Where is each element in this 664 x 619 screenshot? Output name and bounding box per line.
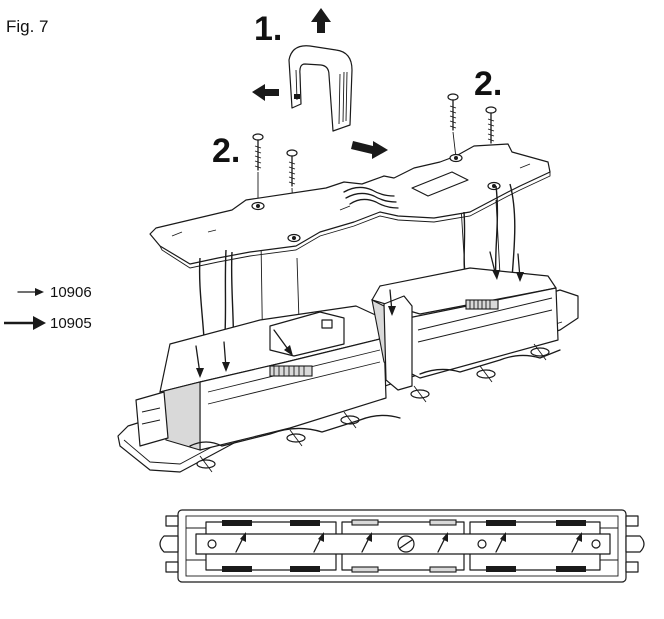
coupler-right <box>625 515 645 573</box>
screw-right-2 <box>485 106 497 144</box>
arrow-up-icon <box>311 8 331 33</box>
step-2-label-left: 2. <box>212 132 240 170</box>
screw-left-1 <box>252 133 264 171</box>
arrow-legend: 10906 10905 <box>4 284 92 332</box>
legend-item-10906: 10906 <box>50 284 92 301</box>
screw-right-1 <box>447 93 459 131</box>
step-1-label: 1. <box>254 10 282 48</box>
thin-arrow-icon <box>17 288 44 296</box>
step-2-label-right: 2. <box>474 65 502 103</box>
arrow-right-icon <box>351 141 388 159</box>
figure-label: Fig. 7 <box>6 17 49 36</box>
screw-left-2 <box>286 149 298 187</box>
contact-plate <box>149 143 551 269</box>
thick-arrow-icon <box>4 316 46 330</box>
underside-view <box>159 509 645 583</box>
underside-arrows <box>235 532 582 553</box>
coupler-left <box>159 515 179 573</box>
locomotive-chassis <box>117 267 579 473</box>
bogie-wheels <box>196 343 550 473</box>
contact-clip <box>288 45 353 132</box>
arrow-left-icon <box>252 84 279 101</box>
step-1-group: 1. <box>252 8 388 159</box>
diagram-arrows <box>195 251 524 378</box>
legend-item-10905: 10905 <box>50 315 92 332</box>
center-screw <box>397 535 415 553</box>
